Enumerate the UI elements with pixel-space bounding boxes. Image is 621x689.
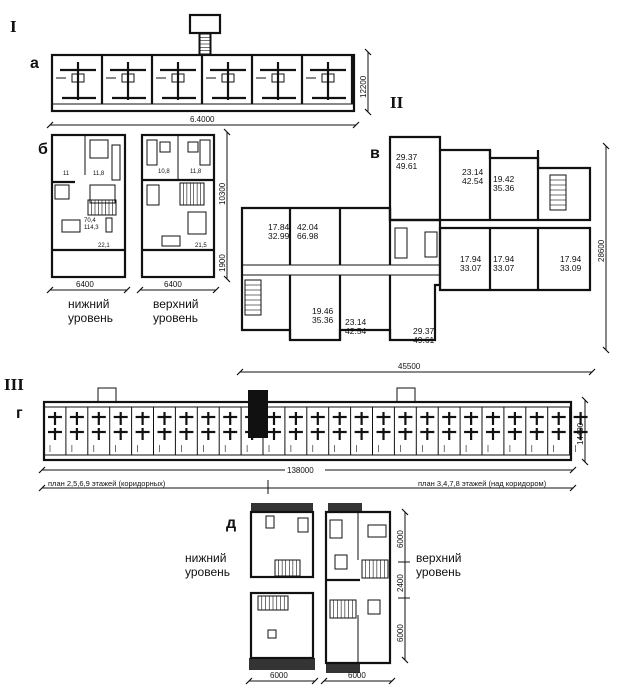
lower-level-label: нижний bbox=[185, 551, 226, 565]
dim-depth: 28600 bbox=[597, 239, 606, 262]
upper-level-label: верхний bbox=[416, 551, 462, 565]
staircase bbox=[361, 559, 389, 579]
apartment-total-area: 35.36 bbox=[493, 183, 515, 193]
apartment-total-area: 42.54 bbox=[345, 326, 367, 336]
plan-b-letter: б bbox=[38, 141, 48, 158]
upper-level-label: верхний bbox=[153, 297, 199, 311]
lower-level-label: нижний bbox=[68, 297, 109, 311]
lower-level-label-2: уровень bbox=[185, 565, 230, 579]
plan-a: а 6.4000 12200 bbox=[30, 13, 372, 129]
elevator bbox=[394, 227, 408, 259]
apartment-living-area: 17.94 bbox=[493, 254, 515, 264]
apartment-living-area: 23.14 bbox=[462, 167, 484, 177]
apartment-total-area: 66.98 bbox=[297, 231, 319, 241]
area-label: 21,5 bbox=[195, 243, 207, 249]
staircase bbox=[87, 199, 117, 216]
dim-depth-bottom: 6000 bbox=[396, 624, 405, 642]
stair-block bbox=[71, 73, 85, 83]
plan-b-upper-level: 10,8 11,8 21,5 bbox=[140, 133, 216, 279]
apartment-total-area: 33.09 bbox=[560, 263, 582, 273]
dim-depth-main: 10300 bbox=[218, 182, 227, 205]
area-label: 10,8 bbox=[158, 169, 170, 175]
area-label: 11 bbox=[63, 171, 70, 177]
apartment-living-area: 42.04 bbox=[297, 222, 319, 232]
dim-upper-width: 6400 bbox=[164, 280, 182, 289]
dim-depth-loggia: 1900 bbox=[218, 254, 227, 272]
upper-level-label-2: уровень bbox=[416, 565, 461, 579]
section-label-I: I bbox=[10, 17, 17, 36]
area-label: 11,8 bbox=[190, 169, 202, 175]
dim-lower-width: 6400 bbox=[76, 280, 94, 289]
stair-block bbox=[221, 73, 235, 83]
plan-v-letter: в bbox=[370, 145, 380, 162]
apartment-living-area: 17.94 bbox=[560, 254, 582, 264]
dim-depth: 12200 bbox=[359, 75, 368, 98]
stair-tower bbox=[188, 13, 222, 35]
section-label-II: II bbox=[390, 93, 404, 112]
apartment-total-area: 49.61 bbox=[396, 161, 418, 171]
apartment-total-area: 49.61 bbox=[413, 335, 435, 345]
area-label: 11,8 bbox=[93, 171, 105, 177]
apartment-living-area: 29.37 bbox=[396, 152, 418, 162]
dim-depth: 14400 bbox=[576, 422, 585, 445]
stair-block bbox=[171, 73, 185, 83]
upper-level-label-2: уровень bbox=[153, 311, 198, 325]
area-label: 114,3 bbox=[84, 225, 99, 231]
apartment-total-area: 33.07 bbox=[493, 263, 515, 273]
staircase bbox=[274, 559, 301, 577]
dim-length: 45500 bbox=[398, 362, 421, 371]
plan-b-lower-level: 11 11,8 70,4 114,3 22,1 bbox=[50, 133, 127, 279]
apartment-living-area: 19.46 bbox=[312, 306, 334, 316]
apartment-living-area: 29.37 bbox=[413, 326, 435, 336]
apartment-living-area: 17.84 bbox=[268, 222, 290, 232]
plan-a-letter: а bbox=[30, 55, 39, 72]
staircase bbox=[179, 182, 205, 206]
area-label: 70,4 bbox=[84, 218, 96, 224]
caption-right: план 3,4,7,8 этажей (над коридором) bbox=[418, 479, 547, 488]
plan-g: г 14400 138000 план 2,5,6,9 этажей (кори… bbox=[16, 387, 589, 494]
plan-g-letter: г bbox=[16, 405, 23, 422]
section-label-III: III bbox=[4, 375, 24, 394]
plan-d: д 6000 6000 6000 2400 6000 нижний уровен… bbox=[185, 503, 462, 685]
dim-length: 6.4000 bbox=[190, 115, 215, 124]
elevator bbox=[424, 231, 438, 258]
apartment-total-area: 33.07 bbox=[460, 263, 482, 273]
caption-left: план 2,5,6,9 этажей (коридорных) bbox=[48, 479, 166, 488]
stair-block bbox=[271, 73, 285, 83]
lower-level-label-2: уровень bbox=[68, 311, 113, 325]
dim-length: 138000 bbox=[287, 466, 314, 475]
stair-block bbox=[321, 73, 335, 83]
staircase bbox=[244, 279, 262, 316]
dim-depth-top: 6000 bbox=[396, 530, 405, 548]
apartment-total-area: 32.99 bbox=[268, 231, 290, 241]
dim-depth-mid: 2400 bbox=[396, 574, 405, 592]
area-label: 22,1 bbox=[98, 243, 110, 249]
apartment-living-area: 23.14 bbox=[345, 317, 367, 327]
apartment-living-area: 19.42 bbox=[493, 174, 515, 184]
staircase bbox=[257, 595, 289, 611]
plan-d-letter: д bbox=[226, 515, 236, 532]
apartment-total-area: 42.54 bbox=[462, 176, 484, 186]
dim-width-right: 6000 bbox=[348, 671, 366, 680]
staircase bbox=[549, 174, 567, 211]
stair-block bbox=[121, 73, 135, 83]
staircase bbox=[329, 599, 357, 619]
plan-b: б 11 11,8 70,4 114,3 22,1 bbox=[38, 128, 231, 325]
apartment-living-area: 17.94 bbox=[460, 254, 482, 264]
dim-width-left: 6000 bbox=[270, 671, 288, 680]
apartment-total-area: 35.36 bbox=[312, 315, 334, 325]
